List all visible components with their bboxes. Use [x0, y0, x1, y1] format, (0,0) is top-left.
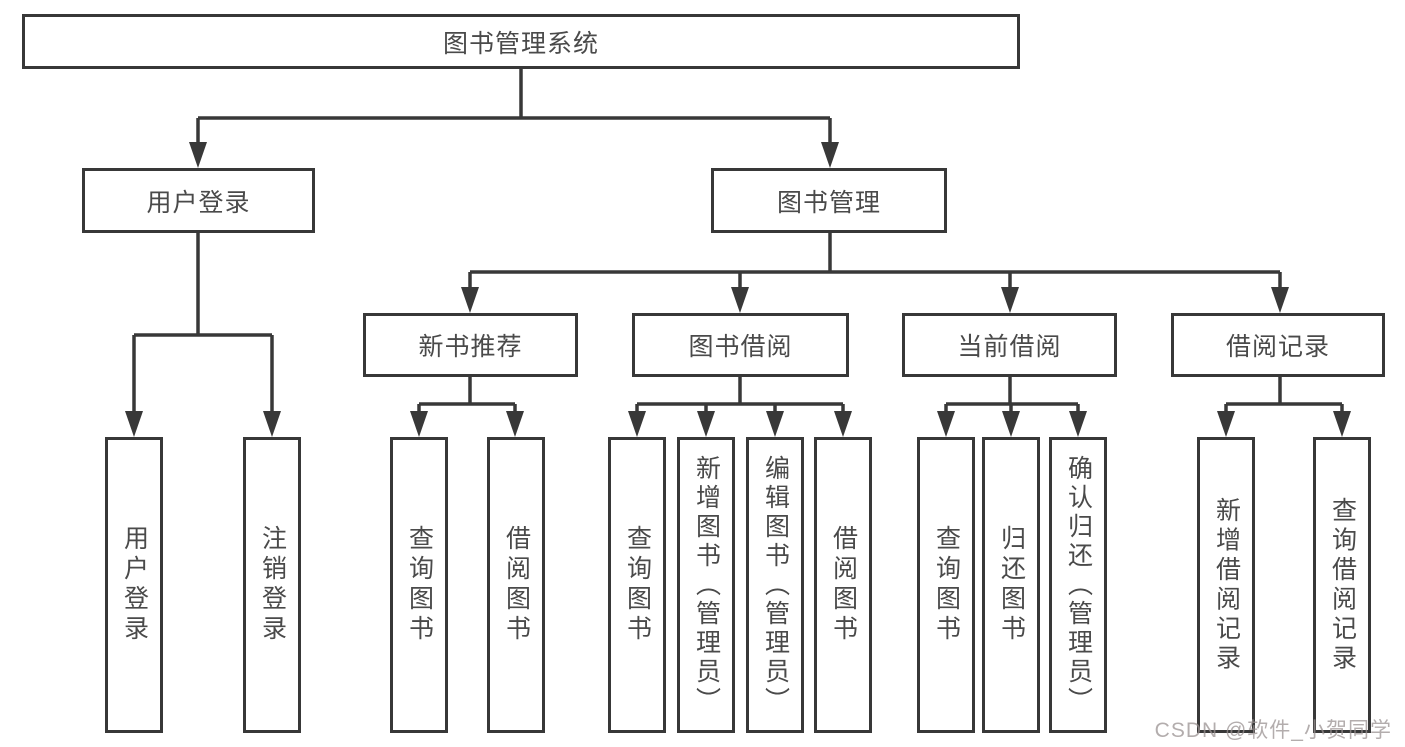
arrowhead [506, 411, 524, 437]
node-user-login-label: 用户登录 [146, 188, 251, 217]
arrowhead [410, 411, 428, 437]
leaf-edit-book-admin: 编辑图书（管理员） [746, 437, 804, 733]
node-borrow-record: 借阅记录 [1171, 313, 1385, 377]
arrowhead [1002, 411, 1020, 437]
node-new-book-rec: 新书推荐 [363, 313, 578, 377]
arrowhead [125, 411, 143, 437]
connector-new-book-rec [417, 377, 517, 416]
node-borrow-record-label: 借阅记录 [1225, 333, 1330, 361]
connector-root-to-level2 [196, 68, 832, 146]
connector-book-mgmt-to-level3 [468, 233, 1282, 290]
leaf-add-borrow-record-label: 新增借阅记录 [1212, 496, 1241, 674]
leaf-return-book-label: 归还图书 [997, 525, 1026, 645]
node-current-borrow: 当前借阅 [902, 313, 1117, 377]
connector-user-login-to-leaves [132, 233, 274, 415]
node-new-book-rec-label: 新书推荐 [418, 333, 523, 361]
node-root-label: 图书管理系统 [442, 29, 599, 58]
arrowheads [125, 142, 1351, 437]
arrowhead [628, 411, 646, 437]
connector-borrow-record [1224, 377, 1344, 416]
leaf-return-book: 归还图书 [982, 437, 1040, 733]
node-book-borrow: 图书借阅 [632, 313, 849, 377]
arrowhead [937, 411, 955, 437]
arrowhead [766, 411, 784, 437]
leaf-user-login: 用户登录 [105, 437, 163, 733]
connector-current-borrow [944, 377, 1080, 416]
leaf-add-borrow-record: 新增借阅记录 [1197, 437, 1255, 733]
leaf-logout: 注销登录 [243, 437, 301, 733]
leaf-query-book-3: 查询图书 [917, 437, 975, 733]
arrowhead [1333, 411, 1351, 437]
arrowhead [697, 411, 715, 437]
leaf-query-book-2: 查询图书 [608, 437, 666, 733]
node-book-borrow-label: 图书借阅 [688, 333, 793, 361]
arrowhead [189, 142, 207, 168]
leaf-confirm-return-admin-label: 确认归还（管理员） [1064, 454, 1093, 716]
node-user-login: 用户登录 [82, 168, 315, 233]
leaf-borrow-book-2: 借阅图书 [814, 437, 872, 733]
node-book-mgmt: 图书管理 [711, 168, 947, 233]
leaf-edit-book-admin-label: 编辑图书（管理员） [761, 454, 790, 716]
csdn-watermark: CSDN @软件_小贺同学 [1154, 719, 1392, 742]
connector-book-borrow [635, 377, 845, 416]
arrowhead [263, 411, 281, 437]
leaf-borrow-book-2-label: 借阅图书 [829, 525, 858, 645]
leaf-add-book-admin: 新增图书（管理员） [677, 437, 735, 733]
arrowhead [461, 287, 479, 313]
node-current-borrow-label: 当前借阅 [957, 333, 1062, 361]
leaf-query-book-1: 查询图书 [390, 437, 448, 733]
arrowhead [1217, 411, 1235, 437]
arrowhead [1001, 287, 1019, 313]
leaf-user-login-label: 用户登录 [120, 525, 149, 645]
leaf-query-book-3-label: 查询图书 [932, 525, 961, 645]
arrowhead [1069, 411, 1087, 437]
leaf-confirm-return-admin: 确认归还（管理员） [1049, 437, 1107, 733]
leaf-query-book-1-label: 查询图书 [405, 525, 434, 645]
node-root: 图书管理系统 [22, 14, 1020, 69]
leaf-add-book-admin-label: 新增图书（管理员） [692, 454, 721, 716]
arrowhead [1271, 287, 1289, 313]
leaf-query-borrow-record: 查询借阅记录 [1313, 437, 1371, 733]
leaf-borrow-book-1-label: 借阅图书 [502, 525, 531, 645]
arrowhead [834, 411, 852, 437]
node-book-mgmt-label: 图书管理 [776, 188, 881, 217]
arrowhead [731, 287, 749, 313]
leaf-logout-label: 注销登录 [258, 525, 287, 645]
arrowhead [821, 142, 839, 168]
leaf-borrow-book-1: 借阅图书 [487, 437, 545, 733]
leaf-query-borrow-record-label: 查询借阅记录 [1328, 496, 1357, 674]
leaf-query-book-2-label: 查询图书 [623, 525, 652, 645]
